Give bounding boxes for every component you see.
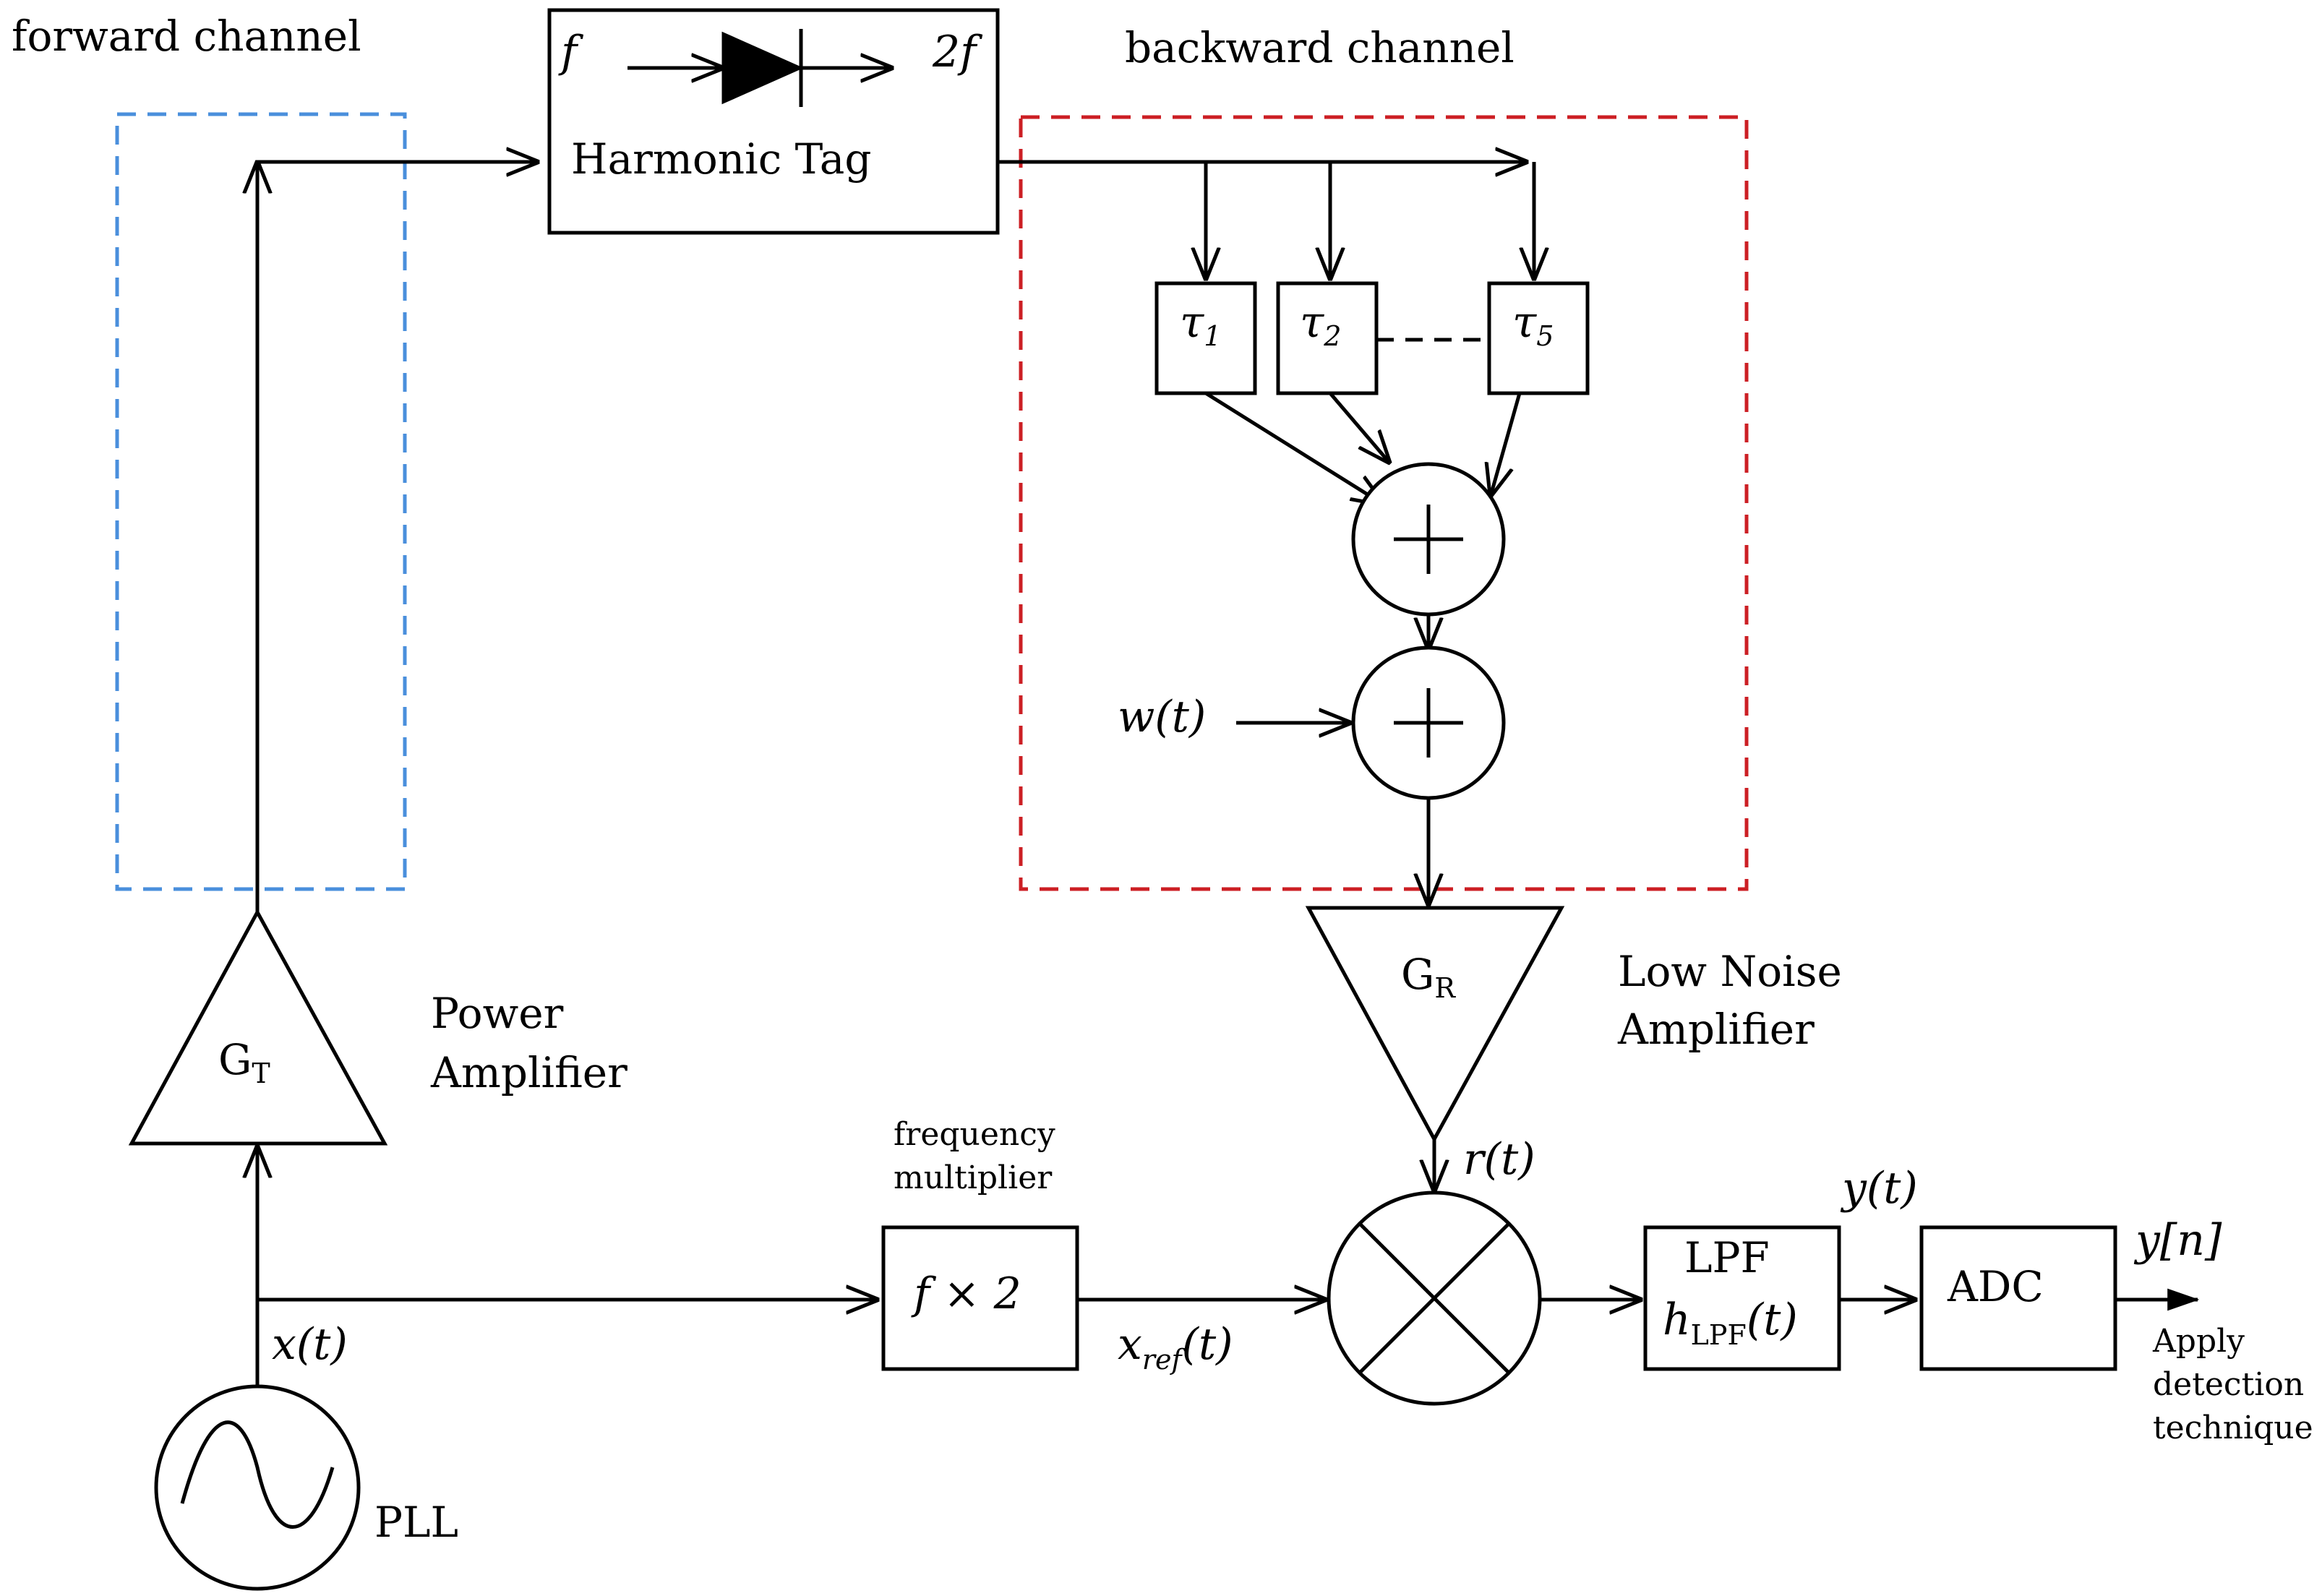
lna-name-line1: Low Noise: [1618, 947, 1842, 996]
svg-text:τ5: τ5: [1512, 297, 1554, 352]
delay-tau5: τ5: [1487, 281, 1590, 395]
ref-signal-label: xref(t): [1118, 1319, 1233, 1376]
power-amplifier: GT: [128, 908, 388, 1146]
tau2-to-sum: [1329, 392, 1389, 463]
frequency-multiplier: f × 2: [881, 1225, 1079, 1371]
delay-tau1: τ1: [1154, 281, 1257, 395]
delay-tau2: τ2: [1276, 281, 1379, 395]
detect-line1: Apply: [2152, 1323, 2245, 1360]
backward-channel-region: [1019, 115, 1749, 891]
tx-signal-label: x(t): [272, 1319, 348, 1370]
backward-channel-label: backward channel: [1125, 23, 1515, 72]
svg-text:ADC: ADC: [1947, 1262, 2044, 1311]
low-noise-amplifier: GR: [1305, 906, 1565, 1144]
mixer: [1327, 1190, 1542, 1406]
svg-text:hLPF(t): hLPF(t): [1663, 1295, 1798, 1351]
adc-output-label: y[n]: [2133, 1215, 2222, 1266]
detect-line3: technique: [2153, 1410, 2313, 1446]
multipath-summer: [1351, 462, 1506, 617]
forward-channel-label: forward channel: [12, 12, 361, 61]
received-signal-label: r(t): [1463, 1134, 1535, 1185]
pll-oscillator: [154, 1384, 361, 1591]
tag-output-freq: 2f: [932, 27, 983, 77]
tau1-to-sum: [1204, 391, 1384, 505]
noise-label: w(t): [1118, 692, 1206, 742]
svg-text:LPF: LPF: [1684, 1233, 1770, 1282]
sine-wave-icon: [180, 1420, 335, 1529]
svg-text:τ2: τ2: [1300, 297, 1341, 352]
pa-name-line1: Power: [431, 989, 564, 1038]
tau5-to-sum: [1491, 392, 1522, 496]
harmonic-tag-block: f 2f Harmonic Tag: [547, 8, 1000, 235]
lpf-output-label: y(t): [1840, 1163, 1918, 1214]
detect-line2: detection: [2153, 1366, 2304, 1403]
adc: ADC: [1919, 1225, 2117, 1371]
freq-mult-line2: multiplier: [894, 1159, 1053, 1196]
pa-gain-label: GT: [218, 1035, 270, 1089]
svg-text:f × 2: f × 2: [911, 1269, 1021, 1319]
pll-label: PLL: [374, 1498, 458, 1547]
freq-mult-line1: frequency: [894, 1116, 1055, 1153]
lna-gain-label: GR: [1401, 950, 1456, 1004]
harmonic-tag-label: Harmonic Tag: [571, 134, 872, 184]
svg-text:τ1: τ1: [1180, 297, 1221, 352]
lna-name-line2: Amplifier: [1617, 1005, 1815, 1054]
pa-name-line2: Amplifier: [430, 1048, 627, 1097]
low-pass-filter: LPF hLPF(t): [1643, 1225, 1841, 1371]
noise-adder: [1351, 645, 1506, 800]
forward-channel-region: [115, 112, 407, 891]
